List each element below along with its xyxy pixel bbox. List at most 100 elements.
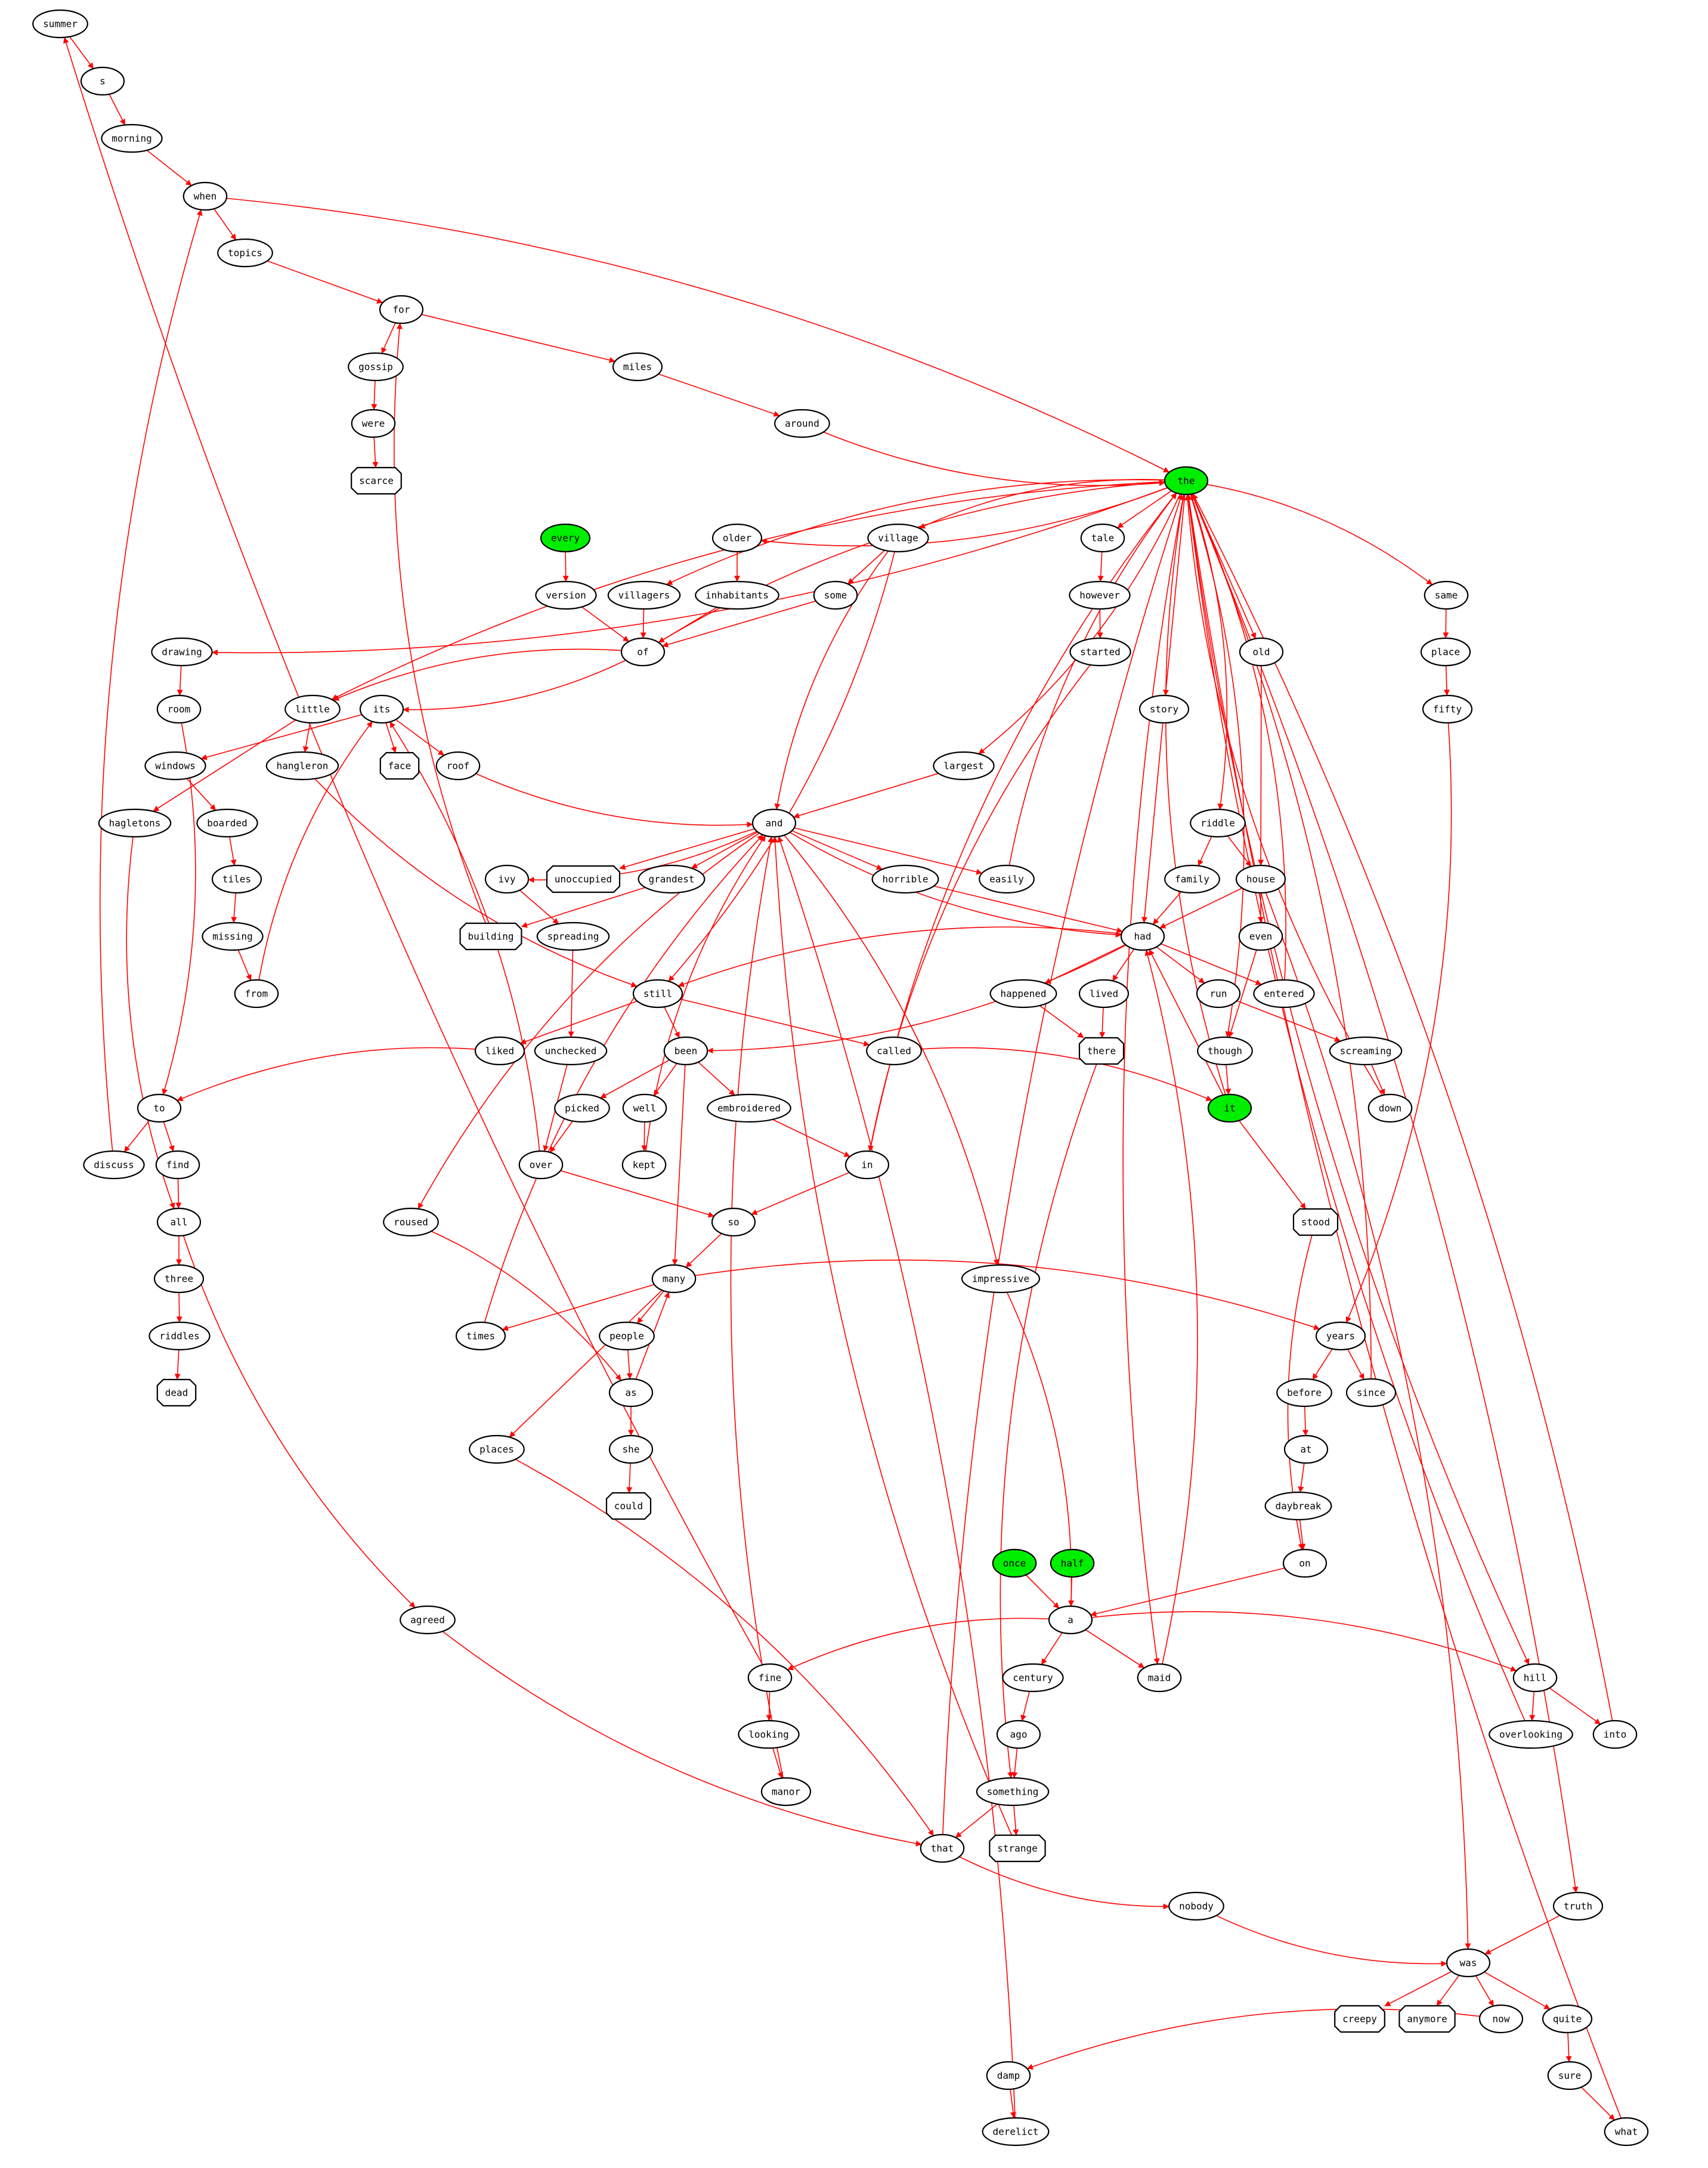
edge-house-to-was <box>1265 892 1471 1950</box>
node-into: into <box>1592 1719 1638 1749</box>
node-horrible: horrible <box>871 864 939 894</box>
edge-when-to-topics <box>214 208 237 240</box>
node-label: find <box>166 1159 190 1171</box>
node-label: been <box>674 1046 698 1057</box>
edge-sure-to-what <box>1581 2086 1615 2121</box>
node-windows: windows <box>144 751 206 781</box>
node-ellipse <box>32 9 88 39</box>
node-ellipse <box>351 409 396 438</box>
edge-years-to-since <box>1347 1349 1364 1380</box>
edge-maid-to-had <box>1144 950 1198 1665</box>
node-ellipse <box>813 580 858 610</box>
node-label: into <box>1604 1729 1627 1740</box>
node-label: drawing <box>162 647 202 658</box>
edge-strange-to-and <box>772 836 1013 1836</box>
node-ellipse <box>484 864 530 894</box>
node-label: place <box>1431 647 1460 658</box>
node-label: same <box>1435 590 1458 601</box>
node-label: s <box>100 76 106 87</box>
edge-story-to-had <box>1141 722 1164 923</box>
node-label: anymore <box>1407 2014 1447 2025</box>
edge-find-to-all <box>175 1178 182 1209</box>
edge-damp-to-derelict <box>1010 2089 1016 2118</box>
node-ellipse <box>866 1036 922 1066</box>
edge-village-to-still <box>668 551 895 982</box>
edge-every-to-version <box>562 551 569 582</box>
edge-been-to-picked <box>600 1059 670 1099</box>
edge-little-to-hangleron <box>302 722 311 753</box>
node-ellipse <box>707 1093 791 1123</box>
node-creepy: creepy <box>1334 2005 1385 2033</box>
edge-missing-to-from <box>237 950 252 981</box>
node-villagers: villagers <box>607 580 681 610</box>
node-ellipse <box>751 808 797 838</box>
node-what: what <box>1604 2117 1649 2147</box>
node-label: in <box>861 1159 872 1171</box>
edge-and-to-grandest <box>691 831 758 869</box>
node-little: little <box>284 694 341 724</box>
edge-once-to-a <box>1025 1574 1060 1609</box>
edge-boarded-to-tiles <box>229 836 237 866</box>
node-label: villagers <box>618 590 670 601</box>
node-label: grandest <box>648 874 694 885</box>
edge-many-to-times <box>502 1284 655 1331</box>
node-label: every <box>551 533 580 544</box>
node-label: kept <box>633 1159 656 1171</box>
edge-had-to-been <box>707 944 1127 1054</box>
node-label: discuss <box>94 1159 134 1171</box>
edge-of-to-its <box>403 660 626 713</box>
edge-its-to-windows <box>200 714 363 760</box>
edge-some-to-of <box>662 600 816 648</box>
node-ellipse <box>1478 2004 1524 2034</box>
node-label: a <box>1068 1615 1073 1626</box>
node-ellipse <box>469 1434 525 1464</box>
node-place: place <box>1420 637 1471 667</box>
edge-started-to-in <box>868 664 1091 1152</box>
edge-daybreak-to-on <box>1299 1519 1306 1550</box>
edge-even-to-though <box>1228 950 1257 1038</box>
node-label: hill <box>1524 1672 1547 1684</box>
node-label: agreed <box>410 1615 445 1626</box>
node-tiles: tiles <box>211 864 262 894</box>
edge-building-to-for <box>394 323 487 924</box>
node-liked: liked <box>474 1036 525 1066</box>
node-label: over <box>530 1159 553 1171</box>
node-label: dead <box>165 1387 188 1399</box>
edge-still-to-called <box>680 998 870 1047</box>
node-there: there <box>1078 1037 1125 1065</box>
node-octagon <box>546 865 621 893</box>
node-village: village <box>867 523 929 553</box>
edge-she-to-could <box>626 1462 633 1493</box>
node-ellipse <box>265 751 339 781</box>
node-ellipse <box>1207 1093 1252 1123</box>
node-maid: maid <box>1137 1663 1182 1693</box>
node-half: half <box>1050 1548 1095 1578</box>
node-label: family <box>1175 874 1209 885</box>
node-label: damp <box>997 2070 1020 2082</box>
node-entered: entered <box>1253 979 1315 1009</box>
node-hill: hill <box>1512 1663 1558 1693</box>
node-label: screaming <box>1340 1046 1392 1057</box>
edge-of-to-little <box>333 648 622 701</box>
node-daybreak: daybreak <box>1264 1491 1332 1521</box>
edge-its-to-face <box>385 722 397 753</box>
node-label: called <box>877 1046 911 1057</box>
node-ellipse <box>1050 1548 1095 1578</box>
edge-manor-to-and <box>730 836 784 1779</box>
edge-the-to-largest <box>978 493 1181 754</box>
node-three: three <box>153 1264 205 1294</box>
edge-around-to-the <box>823 431 1165 486</box>
node-ellipse <box>1604 2117 1649 2147</box>
node-ellipse <box>711 523 763 553</box>
node-label: from <box>245 988 268 1000</box>
edge-topics-to-for <box>267 260 383 304</box>
node-label: once <box>1003 1558 1026 1569</box>
node-ellipse <box>534 1036 608 1066</box>
edge-the-to-story <box>1163 494 1186 696</box>
node-ellipse <box>348 352 404 382</box>
node-before: before <box>1276 1378 1332 1408</box>
edge-a-to-maid <box>1085 1629 1145 1669</box>
edge-been-to-many <box>672 1064 686 1266</box>
edge-at-to-daybreak <box>1298 1462 1305 1493</box>
edge-roused-to-as <box>431 1230 622 1381</box>
